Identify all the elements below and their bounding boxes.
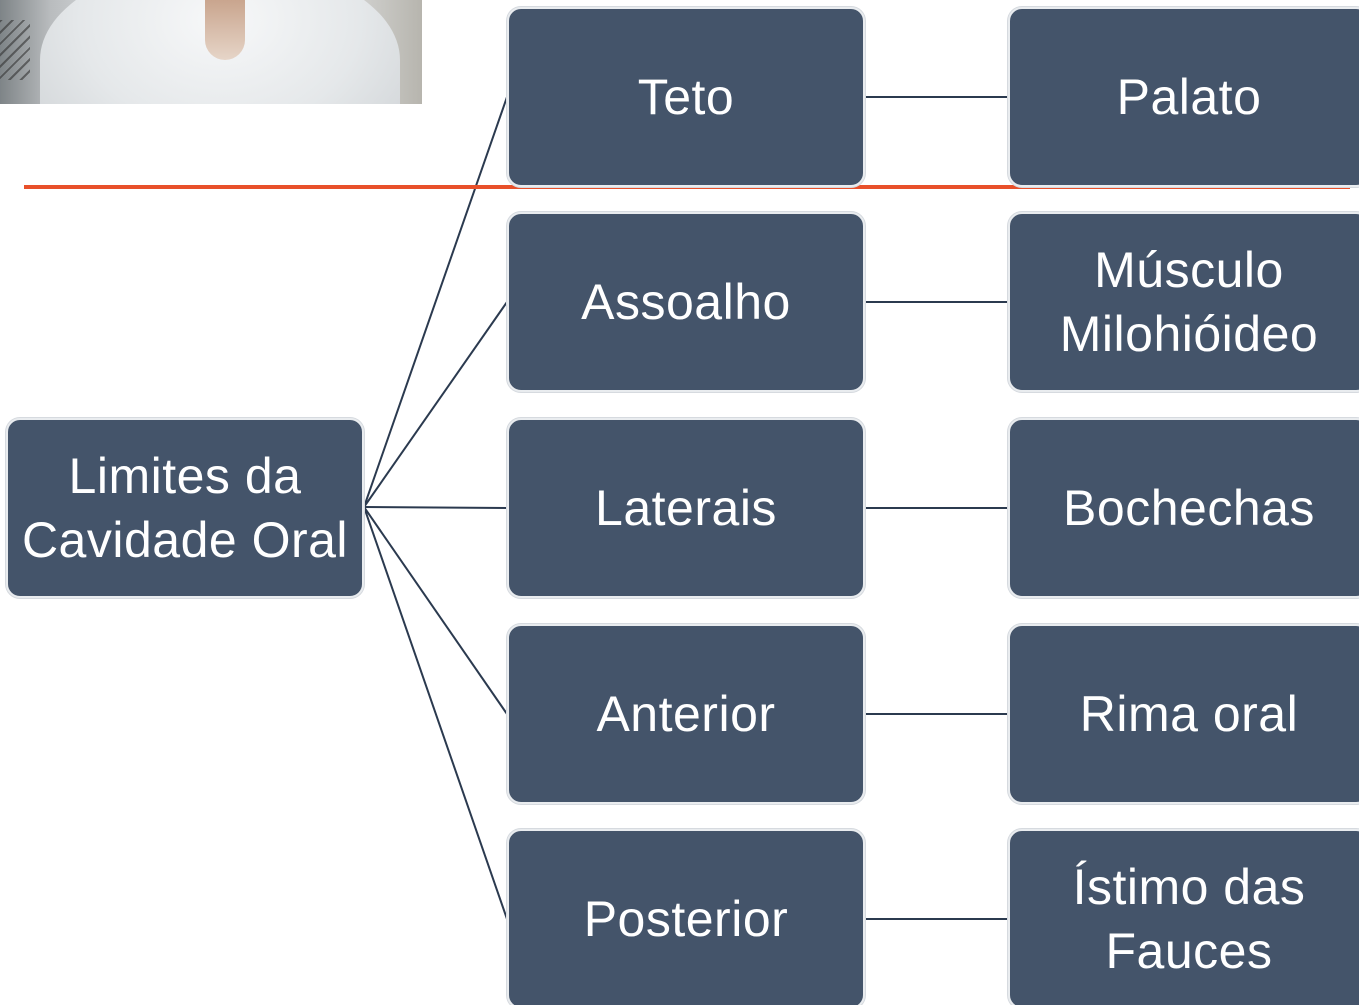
root-node-limites: Limites da Cavidade Oral [6,418,364,598]
branch-node-assoalho: Assoalho [507,212,865,392]
detail-node-bochechas: Bochechas [1008,418,1359,598]
branch-node-laterais: Laterais [507,418,865,598]
branch-node-teto: Teto [507,7,865,187]
detail-node-istimo-das-fauces: Ístimo das Fauces [1008,829,1359,1005]
leaf-connectors [865,96,1008,920]
webcam-video-overlay [0,0,422,104]
root-connector-4 [363,506,508,715]
root-connector-5 [363,506,508,920]
root-connector-2 [363,301,508,508]
detail-node-palato: Palato [1008,7,1359,187]
webcam-background-cable [0,20,30,80]
detail-node-rima-oral: Rima oral [1008,624,1359,804]
root-connectors [363,96,508,920]
branch-node-posterior: Posterior [507,829,865,1005]
webcam-presenter-neck [205,0,245,60]
branch-node-anterior: Anterior [507,624,865,804]
root-connector-1 [363,96,508,508]
root-connector-3 [363,506,508,509]
detail-node-musculo-milohioideo: Músculo Milohióideo [1008,212,1359,392]
